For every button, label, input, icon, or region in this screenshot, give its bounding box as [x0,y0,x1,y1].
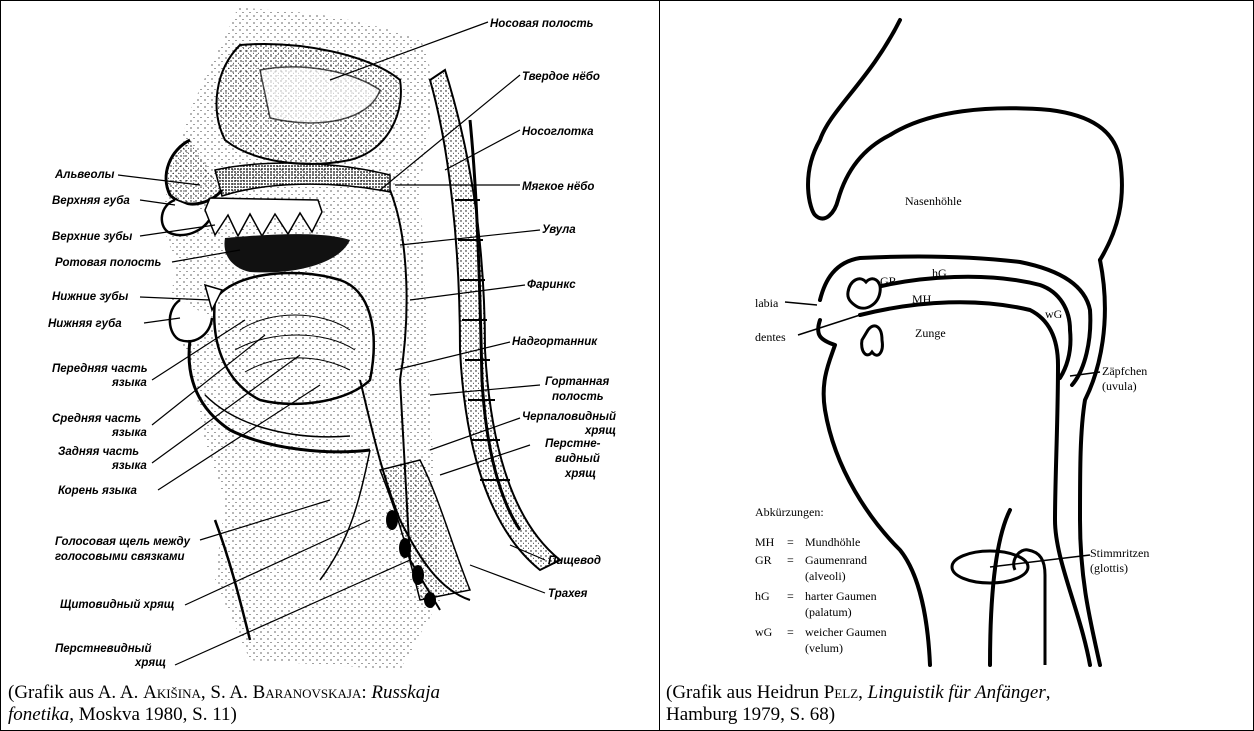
caption-author-baranovskaja: Baranovskaja [253,682,362,703]
label-laryngeal-cavity: Гортанная [545,376,609,388]
label-gr: GR [880,274,897,288]
legend-eq: = [787,553,794,567]
upper-teeth [848,279,880,308]
right-caption-line2: Hamburg 1979, S. 68) [666,704,1050,726]
left-panel: Носовая полость Твердое нёбо Носоглотка … [0,0,659,731]
label-oral-cavity: Ротовая полость [55,257,161,269]
label-soft-palate: Мягкое нёбо [522,181,594,193]
legend-note: (alveoli) [805,569,846,583]
caption-title: Linguistik für Anfänger [868,682,1046,703]
caption-suffix: , [1046,682,1051,703]
label-cricoid-right: Перстне- [545,438,601,450]
label-lower-lip: Нижняя губа [48,318,122,330]
label-front-tongue: Передняя часть [52,363,148,375]
legend-eq: = [787,535,794,549]
label-nasal-cavity: Носовая полость [490,18,594,30]
label-stimmritzen: Stimmritzen [1090,546,1149,560]
inner-palate [865,277,1071,378]
anatomy-diagram-russian: Носовая полость Твердое нёбо Носоглотка … [0,0,659,731]
label-uvula: Увула [542,224,576,236]
legend-abbr: MH [755,535,775,549]
lower-teeth [862,326,883,355]
label-upper-lip: Верхняя губа [52,195,130,207]
label-cricoid-right-2: видный [555,453,600,465]
caption-author-initial: P [824,682,835,703]
caption-author-akisina: Akišina [143,682,201,703]
caption-prefix: (Grafik aus Heidrun [666,682,824,703]
label-arytenoid-2: хрящ [584,425,616,437]
right-caption: (Grafik aus Heidrun Pelz, Linguistik für… [666,682,1050,726]
legend-abbr: hG [755,589,770,603]
legend-note: (velum) [805,641,843,655]
legend-abbr: GR [755,553,772,567]
label-epiglottis: Надгортанник [512,336,598,348]
caption-author-rest: elz [834,682,858,703]
right-panel: Nasenhöhle GR hG MH wG labia dentes Zung… [660,0,1254,731]
legend-term: harter Gaumen [805,589,877,603]
label-dentes: dentes [755,330,786,344]
vocal-tract-schematic-german: Nasenhöhle GR hG MH wG labia dentes Zung… [660,0,1254,731]
legend-term: Mundhöhle [805,535,860,549]
label-pharynx: Фаринкс [527,279,576,291]
spine-shape [430,70,560,570]
legend-heading: Abkürzungen: [755,505,824,519]
legend-eq: = [787,625,794,639]
label-hard-palate: Твердое нёбо [522,71,600,83]
caption-suffix: , Moskva 1980, S. 11) [69,704,237,725]
caption-title-line2: fonetika [8,704,69,725]
label-wg: wG [1045,307,1063,321]
label-laryngeal-cavity-2: полость [552,391,604,403]
label-trachea: Трахея [548,588,588,600]
label-middle-tongue-2: языка [111,427,147,439]
caption-title-line1: Russkaja [371,682,440,703]
label-upper-teeth: Верхние зубы [52,231,132,243]
left-caption: (Grafik aus A. A. Akišina, S. A. Baranov… [8,682,440,726]
label-uvula: (uvula) [1102,379,1137,393]
label-lower-teeth: Нижние зубы [52,291,128,303]
label-esophagus: Пищевод [548,555,601,567]
legend-note: (palatum) [805,605,852,619]
label-zaepfchen: Zäpfchen [1102,364,1147,378]
tongue-shape [214,273,374,404]
label-cricoid-left: Перстневидный [55,643,152,655]
left-caption-line2: fonetika, Moskva 1980, S. 11) [8,704,440,726]
caption-prefix: (Grafik aus A. A. [8,682,143,703]
head-outline [808,20,1122,260]
label-middle-tongue: Средняя часть [52,413,141,425]
label-tongue-root: Корень языка [58,485,137,497]
label-arytenoid: Черпаловидный [522,411,616,423]
label-front-tongue-2: языка [111,377,147,389]
caption-separator: , S. A. [201,682,253,703]
label-cricoid-right-3: хрящ [564,468,596,480]
label-labia: labia [755,296,779,310]
label-hg: hG [932,266,947,280]
label-nasopharynx: Носоглотка [522,126,594,138]
label-cricoid-left-2: хрящ [134,657,166,669]
label-glottis-2: голосовыми связками [55,551,185,563]
pharynx-back-wall [1080,260,1105,665]
legend-eq: = [787,589,794,603]
label-glottis: (glottis) [1090,561,1128,575]
label-mh: MH [912,292,932,306]
label-nasenhoehle: Nasenhöhle [905,194,962,208]
legend-term: Gaumenrand [805,553,867,567]
right-caption-line1: (Grafik aus Heidrun Pelz, Linguistik für… [666,682,1050,704]
label-zunge: Zunge [915,326,946,340]
left-caption-line1: (Grafik aus A. A. Akišina, S. A. Baranov… [8,682,440,704]
label-glottis: Голосовая щель между [55,536,191,548]
caption-colon: : [361,682,371,703]
label-alveoli: Альвеолы [54,169,115,181]
legend-abbr: wG [755,625,773,639]
label-back-tongue: Задняя часть [58,446,139,458]
legend-term: weicher Gaumen [805,625,887,639]
label-back-tongue-2: языка [111,460,147,472]
abbreviation-legend: Abkürzungen: MH = Mundhöhle GR = Gaumenr… [755,505,887,655]
caption-comma: , [858,682,868,703]
tongue-outline [860,302,1090,665]
label-thyroid: Щитовидный хрящ [60,599,175,611]
